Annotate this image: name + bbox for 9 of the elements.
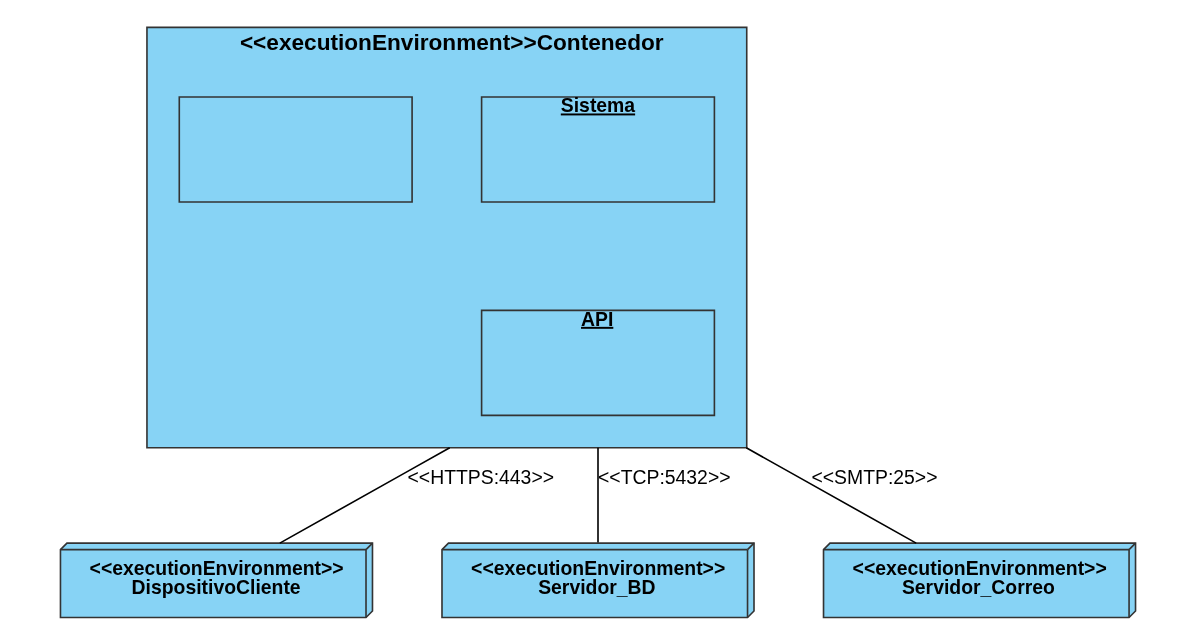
edge-label: <<SMTP:25>>	[810, 466, 937, 489]
node-box	[178, 96, 413, 203]
edge-label: <<HTTPS:443>>	[407, 466, 554, 489]
node-box: Sistema	[480, 96, 715, 203]
connector	[596, 446, 599, 544]
edge-label: <<TCP:5432>>	[597, 466, 731, 489]
node-box: API	[480, 309, 715, 417]
connector	[278, 446, 451, 544]
connector	[744, 446, 917, 544]
